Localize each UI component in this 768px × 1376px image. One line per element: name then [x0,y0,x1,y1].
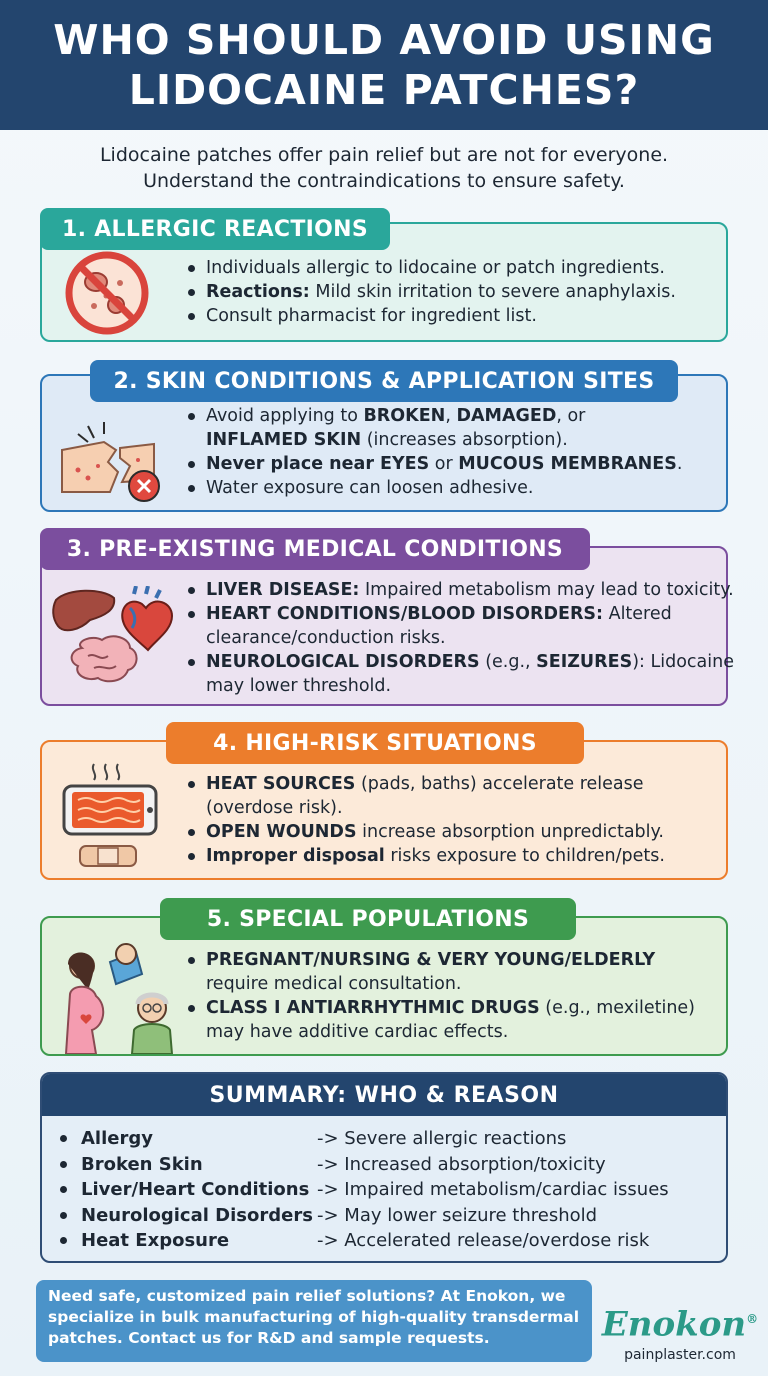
section-title: 2. SKIN CONDITIONS & APPLICATION SITES [90,360,678,402]
bullet-line: Never place near EYES or MUCOUS MEMBRANE… [206,454,683,474]
bullet-line: LIVER DISEASE: Impaired metabolism may l… [206,580,734,600]
section-title: 4. HIGH-RISK SITUATIONS [166,722,584,764]
bullet-item: Never place near EYES or MUCOUS MEMBRANE… [186,452,682,476]
no-allergen-icon [65,251,149,335]
bullet-list: Individuals allergic to lidocaine or pat… [186,256,676,328]
bullet-line: Improper disposal risks exposure to chil… [206,846,665,866]
bullet-line: Consult pharmacist for ingredient list. [206,306,537,326]
bullet-dot [60,1135,67,1143]
bullet-item: HEART CONDITIONS/BLOOD DISORDERS: Altere… [186,602,734,650]
section-special-populations: 5. SPECIAL POPULATIONS PREGNANT/NURSING … [40,898,728,1056]
summary-reason: -> Increased absorption/toxicity [317,1153,606,1175]
intro-line: Understand the contraindications to ensu… [143,170,625,192]
bullet-item: Avoid applying to BROKEN, DAMAGED, or INF… [186,404,682,452]
bullet-item: OPEN WOUNDS increase absorption unpredic… [186,820,665,844]
section-high-risk-situations: 4. HIGH-RISK SITUATIONS HEAT SOURCES (pa… [40,722,728,880]
summary-list: Allergy -> Severe allergic reactions Brok… [60,1126,669,1254]
heating-pad-icon [62,763,158,867]
bullet-line: OPEN WOUNDS increase absorption unpredic… [206,822,664,842]
header-banner: WHO SHOULD AVOID USING LIDOCAINE PATCHES… [0,0,768,130]
brand-block: Enokon® painplaster.com [600,1300,760,1363]
bullet-line: may have additive cardiac effects. [206,1022,509,1042]
summary-who: Heat Exposure [81,1230,230,1252]
callout-line: Need safe, customized pain relief soluti… [48,1287,566,1305]
summary-title: SUMMARY: WHO & REASON [42,1074,726,1116]
section-title: 3. PRE-EXISTING MEDICAL CONDITIONS [40,528,590,570]
bullet-line: Avoid applying to BROKEN, DAMAGED, or [206,406,586,426]
section-medical-conditions: 3. PRE-EXISTING MEDICAL CONDITIONS LIVER… [40,528,734,706]
title-line: WHO SHOULD AVOID USING [53,16,715,64]
bullet-dot [60,1160,67,1168]
bullet-item: NEUROLOGICAL DISORDERS (e.g., SEIZURES):… [186,650,734,698]
bullet-dot [60,1237,67,1245]
section-skin-conditions: 2. SKIN CONDITIONS & APPLICATION SITES A… [40,360,728,512]
bullet-dot [60,1186,67,1194]
bullet-item: CLASS I ANTIARRHYTHMIC DRUGS (e.g., mexi… [186,996,695,1044]
bullet-line: HEART CONDITIONS/BLOOD DISORDERS: Altere… [206,604,672,624]
bullet-dot [60,1211,67,1219]
bullet-line: (overdose risk). [206,798,343,818]
title-line: LIDOCAINE PATCHES? [128,66,640,114]
summary-reason: -> May lower seizure threshold [317,1204,598,1226]
summary-who: Broken Skin [81,1153,203,1175]
summary-row: Allergy -> Severe allergic reactions [60,1126,669,1152]
contact-callout: Need safe, customized pain relief soluti… [36,1280,592,1362]
brand-logo: Enokon® [600,1300,760,1343]
summary-who: Liver/Heart Conditions [81,1179,310,1201]
family-icon [64,943,174,1054]
bullet-item: Reactions: Mild skin irritation to sever… [186,280,676,304]
bullet-item: Consult pharmacist for ingredient list. [186,304,676,328]
bullet-list: LIVER DISEASE: Impaired metabolism may l… [186,578,734,698]
callout-line: specialize in bulk manufacturing of high… [48,1308,580,1326]
intro-line: Lidocaine patches offer pain relief but … [99,144,669,166]
bullet-line: require medical consultation. [206,974,462,994]
summary-reason: -> Accelerated release/overdose risk [317,1230,650,1252]
summary-row: Broken Skin -> Increased absorption/toxic… [60,1152,669,1178]
bullet-item: Individuals allergic to lidocaine or pat… [186,256,676,280]
bullet-item: Improper disposal risks exposure to chil… [186,844,665,868]
section-title: 1. ALLERGIC REACTIONS [40,208,390,250]
summary-who: Allergy [81,1128,153,1150]
summary-reason: -> Severe allergic reactions [317,1128,567,1150]
section-title: 5. SPECIAL POPULATIONS [160,898,576,940]
broken-skin-icon [61,422,160,502]
summary-row: Neurological Disorders-> May lower seizu… [60,1203,669,1229]
bullet-line: HEAT SOURCES (pads, baths) accelerate re… [206,774,644,794]
bullet-item: HEAT SOURCES (pads, baths) accelerate re… [186,772,665,820]
summary-panel: SUMMARY: WHO & REASON Allergy -> Severe a… [40,1072,728,1263]
summary-reason: -> Impaired metabolism/cardiac issues [317,1179,669,1201]
bullet-item: Water exposure can loosen adhesive. [186,476,682,500]
bullet-list: PREGNANT/NURSING & VERY YOUNG/ELDERLY req… [186,948,695,1044]
bullet-line: INFLAMED SKIN (increases absorption). [206,430,568,450]
registered-mark: ® [746,1312,759,1326]
bullet-line: Individuals allergic to lidocaine or pat… [206,258,665,278]
bullet-line: PREGNANT/NURSING & VERY YOUNG/ELDERLY [206,950,656,970]
bullet-line: Reactions: Mild skin irritation to sever… [206,282,676,302]
section-allergic-reactions: 1. ALLERGIC REACTIONS Individuals allerg… [40,208,728,342]
bullet-list: Avoid applying to BROKEN, DAMAGED, or INF… [186,404,682,500]
summary-who: Neurological Disorders [81,1204,313,1226]
organs-icon [52,586,174,683]
callout-line: patches. Contact us for R&D and sample r… [48,1329,490,1347]
intro-text: Lidocaine patches offer pain relief but … [30,142,738,194]
bullet-line: Water exposure can loosen adhesive. [206,478,534,498]
bullet-line: may lower threshold. [206,676,392,696]
bullet-line: clearance/conduction risks. [206,628,446,648]
bullet-list: HEAT SOURCES (pads, baths) accelerate re… [186,772,665,868]
website-link[interactable]: painplaster.com [624,1347,736,1364]
bullet-line: CLASS I ANTIARRHYTHMIC DRUGS (e.g., mexi… [206,998,696,1018]
summary-row: Liver/Heart Conditions -> Impaired metabo… [60,1177,669,1203]
bullet-item: LIVER DISEASE: Impaired metabolism may l… [186,578,734,602]
summary-row: Heat Exposure -> Accelerated release/over… [60,1228,669,1254]
bullet-line: NEUROLOGICAL DISORDERS (e.g., SEIZURES):… [206,652,734,672]
brand-name: Enokon [601,1304,747,1345]
bullet-item: PREGNANT/NURSING & VERY YOUNG/ELDERLY req… [186,948,695,996]
